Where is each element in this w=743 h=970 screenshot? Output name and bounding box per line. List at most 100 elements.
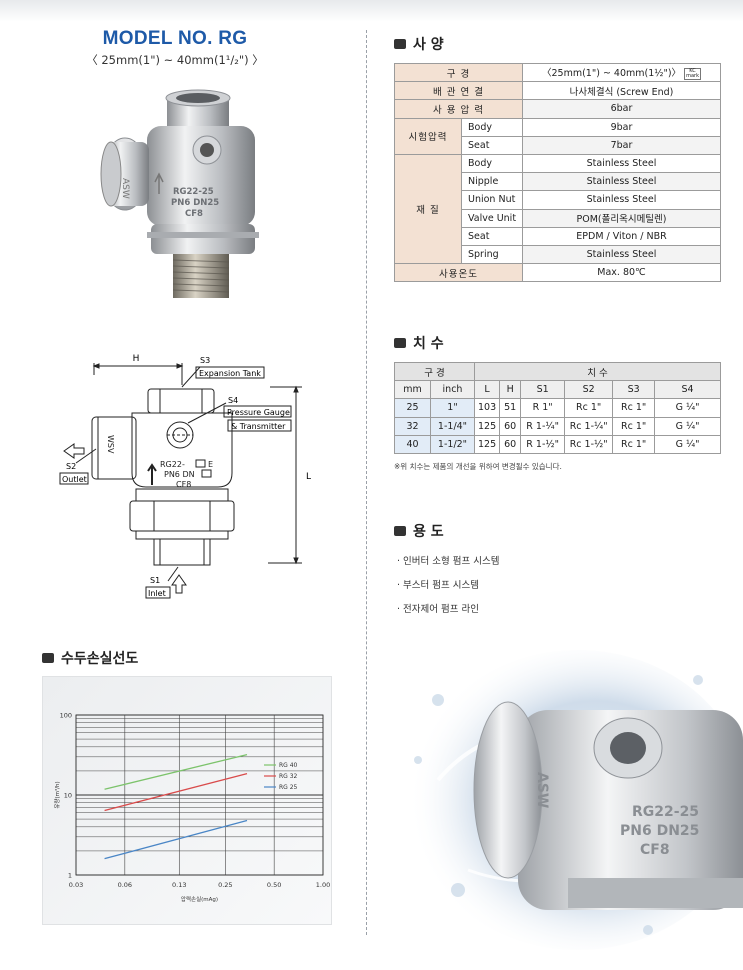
photo-mark: ASW (120, 178, 130, 199)
drawing-s3-label: S3 (200, 356, 210, 365)
drawing-body-text-2: PN6 DN (164, 470, 195, 479)
spec-label: 구 경 (394, 62, 523, 83)
x-tick-label: 0.25 (218, 881, 232, 889)
spec-sublabel: Valve Unit (461, 208, 523, 228)
closeup-mark: ASW (534, 772, 550, 808)
spec-value: EPDM / Viton / NBR (522, 226, 721, 246)
spec-group-label: 재 질 (394, 153, 462, 265)
spec-group-label: 시험압력 (394, 117, 462, 155)
table-cell: 1-1/4" (430, 416, 475, 436)
spec-sublabel: Nipple (461, 172, 523, 192)
table-cell: Rc 1-½" (564, 434, 614, 454)
closeup-text-2: PN6 DN25 (620, 823, 699, 839)
spec-value: POM(폴리옥시메틸렌) (522, 208, 721, 228)
drawing-body-text-1b: E (208, 460, 213, 469)
usage-list: · 인버터 소형 펌프 시스템 · 부스터 펌프 시스템 · 전자제어 펌프 라… (397, 550, 500, 622)
y-tick-label: 10 (64, 792, 72, 800)
legend-label: RG 40 (279, 762, 298, 769)
heading-bullet-icon (394, 338, 406, 348)
table-cell: G ¼" (654, 416, 721, 436)
spec-label: 사 용 압 력 (394, 99, 523, 119)
table-cell: 125 (473, 416, 501, 436)
table-cell: 1-1/2" (430, 434, 475, 454)
dims-heading: 치 수 (394, 333, 444, 353)
table-cell: 51 (499, 398, 522, 418)
list-item: · 인버터 소형 펌프 시스템 (397, 556, 500, 567)
product-photo: ASW RG22-25 PN6 DN25 CF8 (100, 89, 259, 298)
usage-heading-title: 용 도 (413, 524, 444, 540)
table-cell: G ¼" (654, 434, 721, 454)
x-tick-label: 0.03 (69, 881, 83, 889)
spec-value: Stainless Steel (522, 244, 721, 265)
table-cell: R 1" (520, 398, 566, 418)
column-divider (366, 30, 367, 935)
column-header: L (473, 380, 501, 400)
column-header: S4 (654, 380, 721, 400)
table-row: 시험압력 Body 9bar (394, 117, 721, 155)
table-cell: R 1-¼" (520, 416, 566, 436)
x-tick-label: 0.50 (267, 881, 281, 889)
table-cell: 125 (473, 434, 501, 454)
x-tick-label: 0.06 (118, 881, 132, 889)
spec-value: 7bar (522, 135, 721, 155)
legend-label: RG 32 (279, 773, 298, 780)
photo-text-3: CF8 (185, 209, 203, 219)
table-row: Union Nut Stainless Steel (395, 190, 721, 210)
table-row: mm inch L H S1 S2 S3 S4 (394, 380, 721, 400)
table-cell: Rc 1" (612, 434, 656, 454)
spec-label: 배 관 연 결 (394, 81, 523, 101)
drawing-body-text-3: CF8 (176, 480, 191, 489)
spec-value: 9bar (522, 117, 721, 137)
drawing-s1-name: Inlet (148, 589, 166, 598)
chart-section-title: 수두손실선도 (61, 651, 139, 667)
column-header: inch (430, 380, 475, 400)
table-cell: Rc 1" (564, 398, 614, 418)
table-row: 재 질 Body Stainless Steel (394, 153, 721, 265)
table-row: Spring Stainless Steel (395, 244, 721, 265)
drawing-s4-name-1: Pressure Gauge (227, 408, 290, 417)
table-cell: 60 (499, 434, 522, 454)
list-item: · 부스터 펌프 시스템 (397, 580, 479, 591)
table-row: 32 1-1/4" 125 60 R 1-¼" Rc 1-¼" Rc 1" G … (394, 416, 721, 436)
drawing-s3-name: Expansion Tank (199, 369, 261, 378)
column-header: S3 (612, 380, 656, 400)
table-cell: 25 (394, 398, 431, 418)
list-item: · 전자제어 펌프 라인 (397, 604, 479, 615)
photo-text-2: PN6 DN25 (171, 198, 219, 208)
drawing-body-text-1: RG22- (160, 460, 185, 469)
spec-value: Stainless Steel (522, 153, 721, 174)
spec-heading: 사 양 (394, 34, 444, 54)
drawing-s1-label: S1 (150, 576, 160, 585)
drawing-l-label: L (306, 472, 311, 482)
table-row: 25 1" 103 51 R 1" Rc 1" Rc 1" G ¼" (394, 398, 721, 418)
dims-table: 구 경 치 수 mm inch L H S1 S2 S3 S4 25 1" 10… (394, 361, 721, 454)
y-axis-label: 유량(m³/h) (54, 781, 61, 808)
table-cell: 103 (473, 398, 501, 418)
table-row: Nipple Stainless Steel (395, 172, 721, 192)
usage-heading: 용 도 (394, 521, 444, 541)
closeup-text-1: RG22-25 (632, 804, 699, 820)
dimension-drawing: WSV RG22- E PN6 DN CF8 H L S3 (59, 354, 311, 599)
spec-sublabel: Seat (461, 226, 523, 246)
spec-sublabel: Seat (461, 135, 523, 155)
spec-sublabel: Spring (461, 244, 523, 265)
plot-frame (75, 714, 324, 876)
spec-value: 나사체결식 (Screw End) (522, 81, 721, 101)
legend-label: RG 25 (279, 784, 298, 791)
table-row: 사 용 압 력 6bar (394, 99, 721, 119)
column-header: S2 (564, 380, 614, 400)
spec-value: 6bar (522, 99, 721, 119)
spec-sublabel: Body (461, 117, 523, 137)
top-banner (0, 0, 743, 22)
x-tick-label: 0.13 (172, 881, 186, 889)
spec-value: Stainless Steel (522, 190, 721, 210)
table-row: 40 1-1/2" 125 60 R 1-½" Rc 1-½" Rc 1" G … (394, 434, 721, 454)
spec-sublabel: Body (461, 153, 523, 174)
table-cell: G ¼" (654, 398, 721, 418)
dims-dims-header: 치 수 (474, 361, 721, 382)
table-cell: 32 (394, 416, 431, 436)
